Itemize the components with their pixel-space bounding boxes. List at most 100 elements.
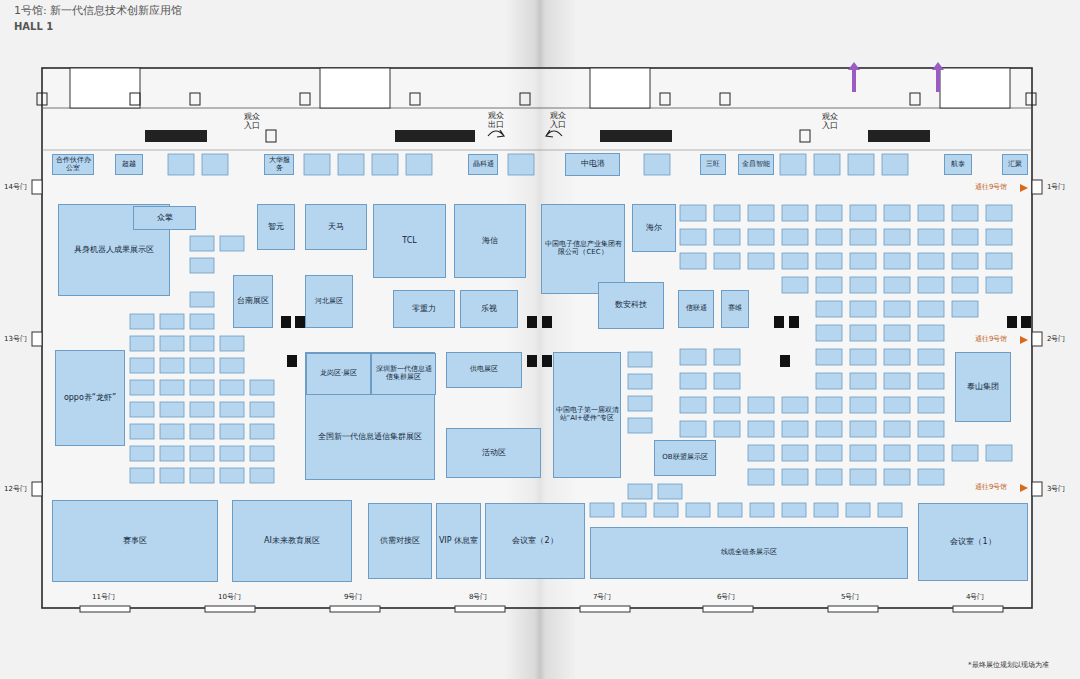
- booth: 超越: [115, 154, 143, 175]
- map-label: 11号门: [92, 594, 115, 602]
- small-booth: [782, 205, 808, 221]
- booth-label: 汇聚: [1008, 161, 1022, 169]
- booth-label: 三旺: [706, 161, 720, 169]
- small-booth: [130, 424, 154, 439]
- booth: 汇聚: [1002, 154, 1028, 175]
- hall-title: 1号馆: 新一代信息技术创新应用馆: [14, 5, 182, 17]
- booth-label: 供电展区: [470, 366, 498, 374]
- map-label: 13号门: [4, 336, 27, 344]
- small-booth: [850, 445, 876, 461]
- small-booth: [850, 301, 876, 317]
- booth-label: 中国电子第一届双清站“AI+硬件”专区: [555, 407, 619, 422]
- small-booth: [680, 253, 706, 269]
- booth: 龙岗区·展区: [306, 353, 371, 395]
- service-room: [320, 68, 390, 108]
- booth-label: 赛事区: [123, 537, 147, 546]
- small-booth: [918, 277, 944, 293]
- small-booth: [714, 397, 740, 413]
- booth-label: 赛维: [728, 305, 742, 313]
- small-booth: [816, 373, 842, 389]
- small-booth: [850, 349, 876, 365]
- small-booth: [680, 229, 706, 245]
- booth-label: 龙岗区·展区: [320, 370, 357, 378]
- small-booth: [220, 380, 244, 395]
- map-label: 通往9号馆: [975, 184, 1007, 192]
- small-booth: [190, 468, 214, 483]
- map-label: 2号门: [1047, 336, 1065, 344]
- small-booth: [884, 469, 910, 485]
- booth: 三旺: [700, 154, 726, 175]
- booth: 中国电子第一届双清站“AI+硬件”专区: [553, 352, 621, 478]
- small-booth: [160, 380, 184, 395]
- map-label: 观众入口: [822, 113, 839, 131]
- map-label: 通往9号馆: [975, 484, 1007, 492]
- booth-label: 会议室（1）: [950, 538, 995, 547]
- small-booth: [986, 253, 1012, 269]
- small-booth: [952, 277, 978, 293]
- small-booth: [918, 325, 944, 341]
- map-label: 通往9号馆: [975, 336, 1007, 344]
- small-booth: [816, 277, 842, 293]
- small-booth: [918, 373, 944, 389]
- small-booth: [952, 301, 978, 317]
- small-booth: [130, 380, 154, 395]
- booth-label: 会议室（2）: [512, 537, 557, 546]
- small-booth: [590, 503, 614, 517]
- small-booth: [884, 205, 910, 221]
- small-booth: [986, 277, 1012, 293]
- small-booth: [986, 205, 1012, 221]
- small-booth: [918, 445, 944, 461]
- booth-label: 深圳新一代信息通信集群展区: [373, 366, 434, 381]
- small-booth: [168, 154, 194, 175]
- small-booth: [622, 503, 646, 517]
- small-booth: [850, 469, 876, 485]
- booth: VIP 休息室: [436, 503, 481, 579]
- booth: 中国电子信息产业集团有限公司（CEC）: [541, 204, 625, 294]
- small-booth: [250, 468, 274, 483]
- map-label: 14号门: [4, 184, 27, 192]
- map-label: 9号门: [344, 594, 362, 602]
- map-label: 10号门: [218, 594, 241, 602]
- small-booth: [782, 445, 808, 461]
- small-booth: [190, 258, 214, 273]
- gate-symbols: [32, 180, 1042, 612]
- small-booth: [250, 402, 274, 417]
- map-label: 3号门: [1047, 486, 1065, 494]
- small-booth: [680, 421, 706, 437]
- small-booth: [782, 469, 808, 485]
- small-booth: [918, 397, 944, 413]
- small-booth: [680, 373, 706, 389]
- small-booth: [884, 445, 910, 461]
- small-booth: [220, 446, 244, 461]
- small-booth: [190, 446, 214, 461]
- small-booth: [816, 205, 842, 221]
- small-booth: [782, 253, 808, 269]
- small-booth: [782, 277, 808, 293]
- small-booth: [884, 421, 910, 437]
- small-booth: [782, 421, 808, 437]
- booth-label: AI未来教育展区: [264, 537, 320, 546]
- booth-label: 天马: [328, 223, 344, 232]
- small-booth: [628, 396, 652, 411]
- small-booth: [816, 397, 842, 413]
- booth-label: 金昌智能: [742, 161, 770, 169]
- booth-label: 超越: [122, 161, 136, 169]
- small-booth: [884, 397, 910, 413]
- small-booth: [748, 205, 774, 221]
- small-booth: [850, 373, 876, 389]
- small-booth: [714, 421, 740, 437]
- small-booth: [850, 421, 876, 437]
- booth-label: OB联盟展示区: [662, 454, 707, 462]
- booth: 河北展区: [305, 275, 353, 328]
- booth: 赛事区: [52, 500, 218, 582]
- small-booth: [680, 397, 706, 413]
- small-booth: [190, 424, 214, 439]
- small-booth: [850, 277, 876, 293]
- small-booth: [130, 446, 154, 461]
- small-booth: [918, 469, 944, 485]
- small-booth: [986, 445, 1012, 461]
- booth: 零重力: [393, 290, 455, 328]
- stair-symbol: [395, 130, 475, 142]
- booth-label: 具身机器人成果展示区: [74, 246, 154, 255]
- booth-label: 零重力: [412, 305, 436, 314]
